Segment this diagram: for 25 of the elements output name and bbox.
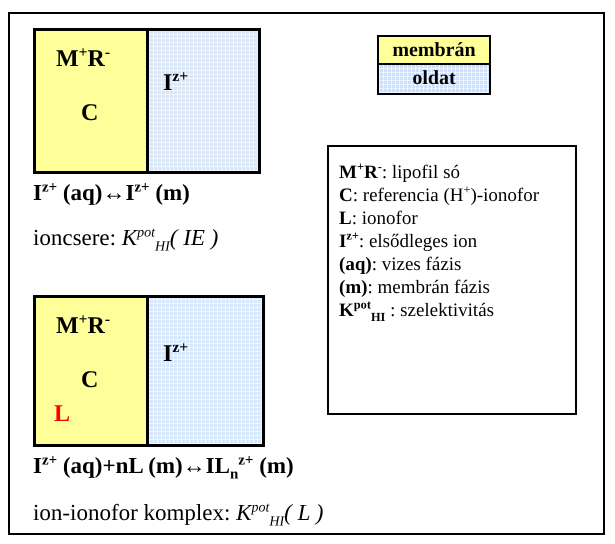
equation-text: I$^{z+}$ (aq)↔I$^{z+}$ (m) xyxy=(33,180,190,206)
definition-text: M$^{+}$R$^{-}$: lipofil só xyxy=(339,161,461,184)
species-label: C xyxy=(81,101,98,125)
equation-text: I$^{z+}$ (aq)+nL (m)↔IL$_{n}$$^{z+}$ (m) xyxy=(33,453,294,479)
definition-text: L: ionofor xyxy=(339,207,419,230)
solution-phase-box xyxy=(149,295,265,447)
solution-phase-box xyxy=(149,28,261,174)
membrane-phase-box xyxy=(33,295,149,447)
species-label: I$^{z+}$ xyxy=(163,71,188,95)
species-label: C xyxy=(81,368,98,392)
definition-text: I$^{z+}$: elsődleges ion xyxy=(339,230,478,253)
species-label: I$^{z+}$ xyxy=(163,342,188,366)
definition-text: K$^{pot}$$_{HI}$ : szelektivitás xyxy=(339,299,496,322)
definition-text: C: referencia (H$^{+}$)-ionofor xyxy=(339,184,540,207)
legend-label: oldat xyxy=(412,67,456,89)
species-label: L xyxy=(54,402,70,426)
definition-text: (aq): vizes fázis xyxy=(339,253,462,276)
membrane-phase-box xyxy=(33,28,149,174)
legend-label: membrán xyxy=(392,39,476,61)
coefficient-text: ioncsere: K$^{pot}$$_{HI}$( IE ) xyxy=(33,225,218,251)
definitions-box xyxy=(327,145,577,415)
species-label: M$^{+}$R$^{-}$ xyxy=(56,314,110,338)
species-label: M$^{+}$R$^{-}$ xyxy=(56,47,110,71)
coefficient-text: ion-ionofor komplex: K$^{pot}$$_{HI}$( L ) xyxy=(33,500,324,526)
definition-text: (m): membrán fázis xyxy=(339,276,491,299)
